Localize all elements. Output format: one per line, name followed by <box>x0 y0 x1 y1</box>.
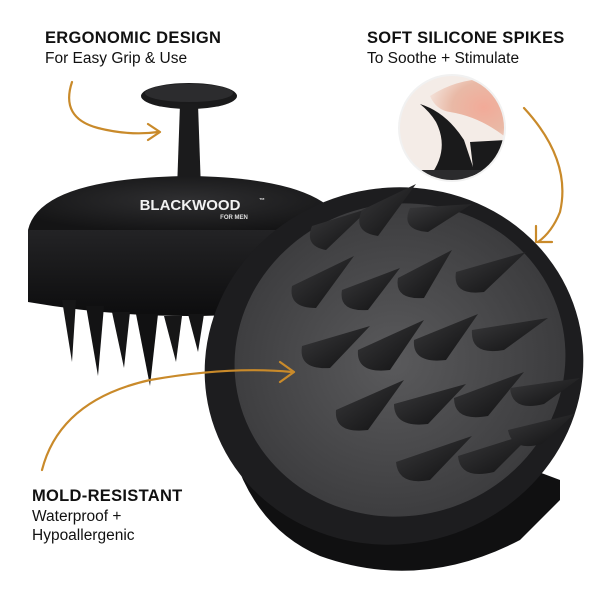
callout-title: SOFT SILICONE SPIKES <box>367 29 565 47</box>
silicone-spikes <box>291 184 580 482</box>
callout-mold-resistant: MOLD-RESISTANT Waterproof + Hypoallergen… <box>32 486 183 545</box>
curved-arrow-icon <box>522 106 564 244</box>
callout-soft-silicone-spikes: SOFT SILICONE SPIKES To Soothe + Stimula… <box>367 28 565 68</box>
brand-subtitle: FOR MEN <box>220 215 248 221</box>
curved-arrow-icon <box>40 360 296 472</box>
spike-closeup-inset <box>398 74 506 182</box>
curved-arrow-icon <box>68 80 162 142</box>
callout-title: ERGONOMIC DESIGN <box>45 29 222 47</box>
brand-logo: BLACKWOOD <box>140 197 241 214</box>
callout-line-1: Waterproof + <box>32 507 122 525</box>
callout-ergonomic-design: ERGONOMIC DESIGN For Easy Grip & Use <box>45 28 221 68</box>
brand-trademark: ™ <box>259 197 265 204</box>
callout-line-2: Hypoallergenic <box>32 527 135 544</box>
callout-title: MOLD-RESISTANT <box>32 487 183 505</box>
callout-subtitle: For Easy Grip & Use <box>45 49 188 67</box>
back-brush: BLACKWOOD ™ FOR MEN <box>28 83 345 386</box>
callout-subtitle: To Soothe + Stimulate <box>367 49 520 67</box>
front-brush <box>204 184 584 571</box>
